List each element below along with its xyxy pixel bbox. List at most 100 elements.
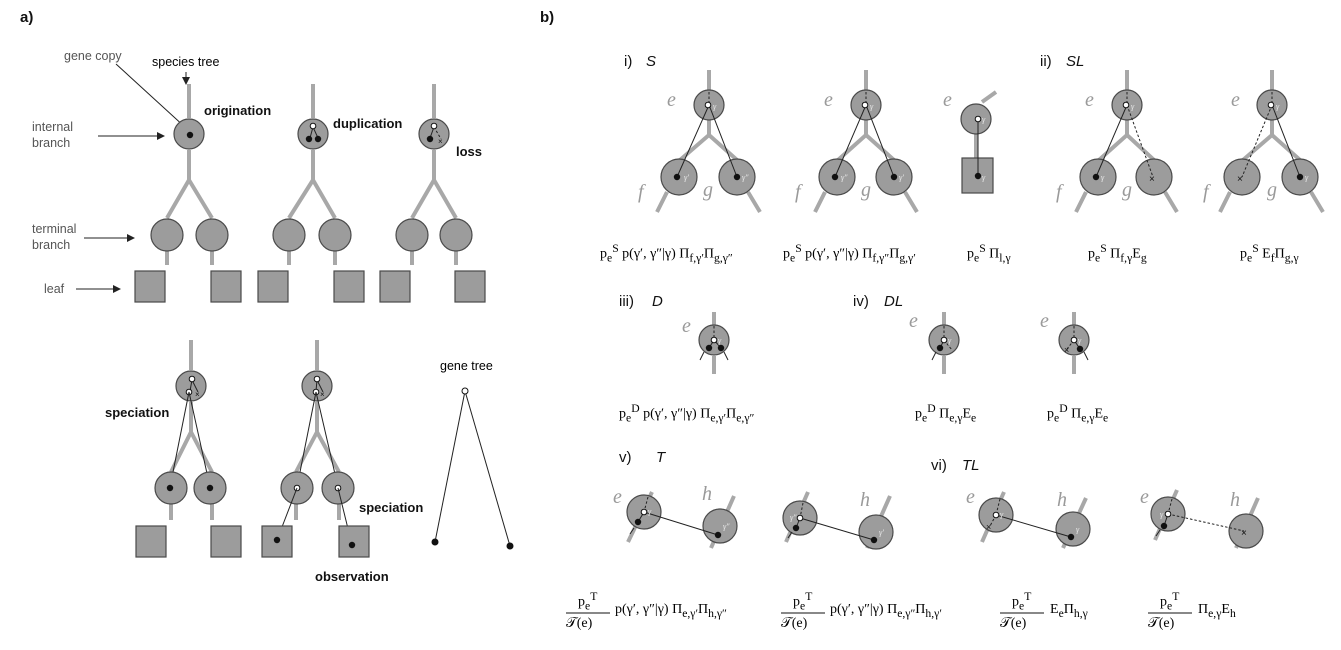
svg-text:γ: γ bbox=[1131, 102, 1135, 111]
tree-origination bbox=[134, 84, 242, 303]
svg-text:γ: γ bbox=[982, 173, 986, 182]
section-vi-name: TL bbox=[962, 457, 980, 474]
frac-num-tl2: peT bbox=[1160, 590, 1180, 613]
frac-den-tl2: 𝒯(e) bbox=[1148, 616, 1175, 631]
svg-text:γ″: γ″ bbox=[742, 173, 749, 182]
svg-text:γ: γ bbox=[718, 336, 722, 345]
svg-text:γ: γ bbox=[1276, 102, 1280, 111]
svg-text:γ′: γ′ bbox=[879, 528, 884, 537]
duplication-label: duplication bbox=[333, 116, 402, 131]
diagram-d: γ bbox=[698, 312, 730, 374]
section-vi-num: vi) bbox=[931, 457, 947, 474]
svg-text:×: × bbox=[986, 522, 991, 532]
section-ii-num: ii) bbox=[1040, 53, 1052, 70]
observation-label: observation bbox=[315, 569, 389, 584]
formula-s3: peS Πl,γ bbox=[967, 242, 1011, 265]
panel-b-label: b) bbox=[540, 9, 554, 26]
tree-speciation: × bbox=[135, 340, 242, 558]
origination-label: origination bbox=[204, 103, 271, 118]
sl2-g-label: g bbox=[1267, 179, 1277, 201]
panel-a-label: a) bbox=[20, 9, 33, 26]
svg-text:×: × bbox=[1237, 174, 1243, 185]
svg-text:γ′: γ′ bbox=[684, 173, 689, 182]
diagram-tl-2: × γ bbox=[1150, 489, 1264, 549]
loss-label: loss bbox=[456, 144, 482, 159]
diagram-t-2: γ″ γ′ bbox=[782, 491, 894, 550]
t1-h-label: h bbox=[702, 483, 712, 505]
svg-text:γ: γ bbox=[1078, 336, 1082, 345]
svg-text:γ: γ bbox=[713, 102, 717, 111]
section-i-num: i) bbox=[624, 53, 632, 70]
formula-t2: p(γ′, γ″|γ) Πe,γ″Πh,γ′ bbox=[830, 602, 942, 620]
svg-text:×: × bbox=[195, 390, 200, 399]
formula-d1: peD p(γ′, γ″|γ) Πe,γ′Πe,γ″ bbox=[619, 402, 755, 425]
s1-f-label: f bbox=[638, 181, 646, 203]
t2-h-label: h bbox=[860, 489, 870, 511]
gene-tree bbox=[431, 387, 514, 550]
frac-den-t2: 𝒯(e) bbox=[781, 616, 808, 631]
svg-text:×: × bbox=[438, 137, 443, 146]
formula-sl2: peS EfΠg,γ bbox=[1240, 242, 1299, 265]
svg-text:γ: γ bbox=[870, 102, 874, 111]
diagram-sl-2: × γ γ bbox=[1218, 70, 1325, 214]
svg-text:γ: γ bbox=[1101, 173, 1105, 182]
speciation-label-1: speciation bbox=[105, 405, 169, 420]
formula-tl1: EeΠh,γ bbox=[1050, 602, 1088, 620]
formula-dl2: peD Πe,γEe bbox=[1047, 402, 1109, 425]
tl2-h-label: h bbox=[1230, 489, 1240, 511]
svg-text:×: × bbox=[1241, 528, 1247, 539]
section-ii-name: SL bbox=[1066, 53, 1084, 70]
svg-text:×: × bbox=[1064, 345, 1069, 355]
gene-tree-label: gene tree bbox=[440, 359, 493, 373]
svg-text:γ: γ bbox=[1000, 510, 1004, 519]
gene-copy-arrow bbox=[115, 63, 187, 129]
svg-text:×: × bbox=[320, 390, 325, 399]
svg-text:γ″: γ″ bbox=[790, 513, 797, 522]
formula-dl1: peD Πe,γEe bbox=[915, 402, 977, 425]
section-i-name: S bbox=[646, 53, 656, 70]
gene-copy-label: gene copy bbox=[64, 49, 122, 63]
frac-den-t1: 𝒯(e) bbox=[566, 616, 593, 631]
d-e-label: e bbox=[682, 315, 691, 337]
section-iii-num: iii) bbox=[619, 293, 634, 310]
tl1-e-label: e bbox=[966, 486, 975, 508]
diagram-tl-1: × γ γ bbox=[978, 491, 1091, 549]
svg-text:γ: γ bbox=[1305, 173, 1309, 182]
diagram-t-1: γ γ″ bbox=[626, 491, 738, 549]
formula-t1: p(γ′, γ″|γ) Πe,γ′Πh,γ″ bbox=[615, 602, 727, 620]
tree-duplication bbox=[257, 84, 365, 303]
section-iii-name: D bbox=[652, 293, 663, 310]
svg-text:×: × bbox=[1149, 174, 1155, 185]
sl2-f-label: f bbox=[1203, 181, 1211, 203]
frac-num-t1: peT bbox=[578, 590, 598, 613]
svg-text:γ″: γ″ bbox=[723, 522, 730, 531]
diagram-s-2: γ γ″ γ′ bbox=[813, 70, 919, 214]
section-v-num: v) bbox=[619, 449, 632, 466]
section-v-name: T bbox=[656, 449, 667, 466]
frac-num-t2: peT bbox=[793, 590, 813, 613]
internal-branch-label-2: branch bbox=[32, 136, 70, 150]
svg-text:γ: γ bbox=[1076, 525, 1080, 534]
s1-g-label: g bbox=[703, 179, 713, 201]
section-iv-num: iv) bbox=[853, 293, 869, 310]
frac-den-tl1: 𝒯(e) bbox=[1000, 616, 1027, 631]
formula-sl1: peS Πf,γEg bbox=[1088, 242, 1147, 265]
internal-branch-label-1: internal bbox=[32, 120, 73, 134]
dl1-e-label: e bbox=[909, 310, 918, 332]
diagram-dl-1: γ bbox=[928, 312, 960, 374]
sl1-f-label: f bbox=[1056, 181, 1064, 203]
svg-text:γ: γ bbox=[1160, 510, 1164, 519]
t1-e-label: e bbox=[613, 486, 622, 508]
s3-e-label: e bbox=[943, 89, 952, 111]
formula-tl2: Πe,γEh bbox=[1198, 602, 1236, 620]
diagram-s-1: γ γ′ γ″ bbox=[655, 70, 762, 214]
terminal-branch-label-1: terminal bbox=[32, 222, 76, 236]
sl1-g-label: g bbox=[1122, 179, 1132, 201]
s1-e-label: e bbox=[667, 89, 676, 111]
formula-s2: peS p(γ′, γ″|γ) Πf,γ″Πg,γ′ bbox=[783, 242, 916, 265]
svg-text:γ″: γ″ bbox=[841, 173, 848, 182]
s2-f-label: f bbox=[795, 181, 803, 203]
tree-loss: × bbox=[379, 84, 486, 303]
diagram-dl-2: × γ bbox=[1058, 312, 1090, 374]
